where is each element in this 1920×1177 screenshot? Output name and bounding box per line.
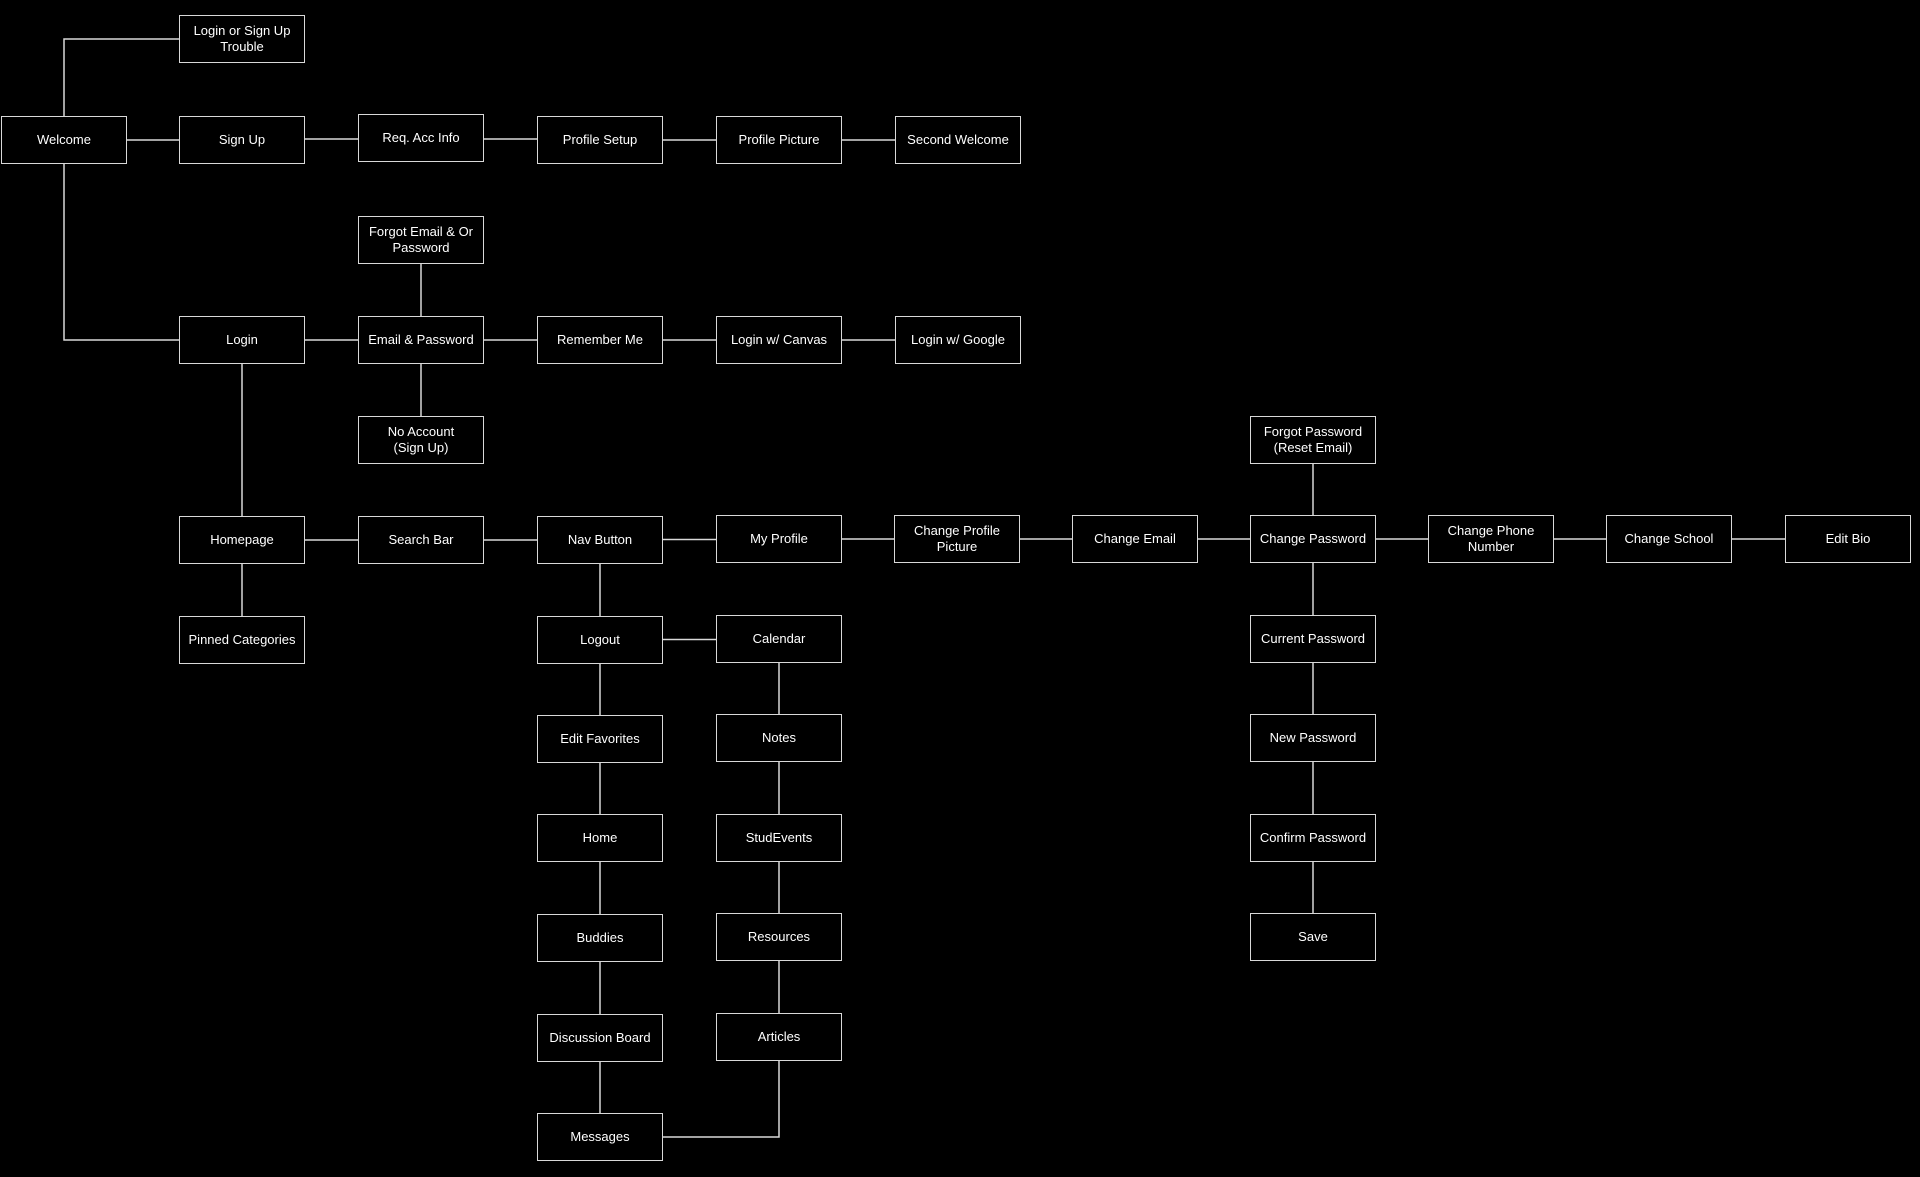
node-notes: Notes	[716, 714, 842, 762]
node-login-canvas: Login w/ Canvas	[716, 316, 842, 364]
node-discussion-board: Discussion Board	[537, 1014, 663, 1062]
node-login-google: Login w/ Google	[895, 316, 1021, 364]
node-new-password: New Password	[1250, 714, 1376, 762]
node-login-trouble: Login or Sign Up Trouble	[179, 15, 305, 63]
node-change-email: Change Email	[1072, 515, 1198, 563]
node-my-profile: My Profile	[716, 515, 842, 563]
node-edit-favorites: Edit Favorites	[537, 715, 663, 763]
node-sign-up: Sign Up	[179, 116, 305, 164]
node-remember-me: Remember Me	[537, 316, 663, 364]
node-buddies: Buddies	[537, 914, 663, 962]
node-forgot-email-password: Forgot Email & Or Password	[358, 216, 484, 264]
node-no-account: No Account (Sign Up)	[358, 416, 484, 464]
connector-welcome-to-login-trouble	[63, 38, 179, 116]
node-logout: Logout	[537, 616, 663, 664]
node-edit-bio: Edit Bio	[1785, 515, 1911, 563]
node-homepage: Homepage	[179, 516, 305, 564]
node-messages: Messages	[537, 1113, 663, 1161]
node-articles: Articles	[716, 1013, 842, 1061]
node-forgot-password-reset: Forgot Password (Reset Email)	[1250, 416, 1376, 464]
connector-welcome-to-login	[63, 164, 179, 341]
node-search-bar: Search Bar	[358, 516, 484, 564]
node-change-school: Change School	[1606, 515, 1732, 563]
node-resources: Resources	[716, 913, 842, 961]
node-profile-setup: Profile Setup	[537, 116, 663, 164]
node-login: Login	[179, 316, 305, 364]
node-pinned-categories: Pinned Categories	[179, 616, 305, 664]
node-profile-picture: Profile Picture	[716, 116, 842, 164]
node-welcome: Welcome	[1, 116, 127, 164]
node-confirm-password: Confirm Password	[1250, 814, 1376, 862]
node-calendar: Calendar	[716, 615, 842, 663]
node-studevents: StudEvents	[716, 814, 842, 862]
node-current-password: Current Password	[1250, 615, 1376, 663]
node-change-phone: Change Phone Number	[1428, 515, 1554, 563]
node-req-acc-info: Req. Acc Info	[358, 114, 484, 162]
node-change-profile-picture: Change Profile Picture	[894, 515, 1020, 563]
node-nav-button: Nav Button	[537, 516, 663, 564]
node-save: Save	[1250, 913, 1376, 961]
node-second-welcome: Second Welcome	[895, 116, 1021, 164]
connector-articles-to-messages	[663, 1061, 780, 1138]
node-email-password: Email & Password	[358, 316, 484, 364]
node-change-password: Change Password	[1250, 515, 1376, 563]
node-home: Home	[537, 814, 663, 862]
